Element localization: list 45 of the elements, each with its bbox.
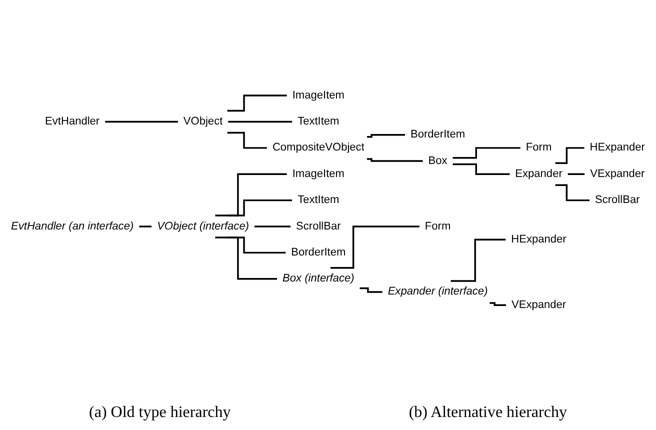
node-text: VExpander [511,298,566,310]
node-text: VObject (interface) [157,220,250,232]
connector [452,146,520,158]
node-text: TextItem [298,115,340,127]
node-text: Expander [515,168,562,180]
node-text: ScrollBar [595,194,640,206]
connector [568,172,585,175]
connector [227,132,267,148]
connector [330,225,420,268]
connector [215,172,287,216]
node-text: Form [526,141,552,154]
connector [555,184,590,201]
connector [367,134,405,138]
connector [450,238,506,282]
node-text: ScrollBar [296,220,341,232]
node-text: Box (interface) [282,272,354,284]
connector [490,302,506,306]
node-text: Box [428,154,448,166]
node-text: EvtHandler (an interface) [11,220,134,232]
caption: (b) Alternative hierarchy [408,404,567,422]
connector [228,120,292,122]
node-text: ImageItem [292,89,344,101]
node-text: ImageItem [292,168,344,180]
node-text: EvtHandler [45,115,100,127]
connector [227,199,292,216]
node-text: HExpander [590,141,645,154]
connector [105,120,178,122]
node-text: HExpander [511,233,566,245]
connector [215,236,278,280]
node-text: BorderItem [410,128,466,140]
node-text: Expander (interface) [388,285,488,298]
connector [360,287,382,293]
node-text: VObject [183,115,223,127]
connector [452,163,510,175]
node-text: CompositeVObject [272,141,364,154]
node-text: BorderItem [291,246,346,258]
caption: (a) Old type hierarchy [89,404,231,422]
connector [367,158,423,162]
connector [254,225,291,228]
node-text: VExpander [590,168,645,180]
node-text: Form [424,220,451,232]
connector [139,225,152,228]
connector [555,146,584,164]
node-text: TextItem [298,194,340,206]
connector [227,94,287,112]
